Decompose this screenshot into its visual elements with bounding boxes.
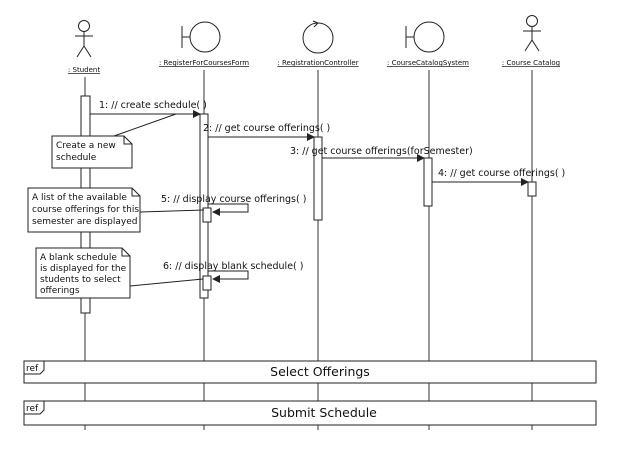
message-5-self: 5: // display course offerings( ): [161, 194, 306, 216]
message-label: 4: // get course offerings( ): [438, 168, 565, 179]
message-4: 4: // get course offerings( ): [432, 168, 565, 186]
message-label: 2: // get course offerings( ): [203, 123, 330, 134]
message-label: 3: // get course offerings(forSemester): [290, 146, 473, 157]
message-label: 1: // create schedule( ): [99, 100, 207, 111]
frame-title: Submit Schedule: [271, 405, 377, 420]
message-3: 3: // get course offerings(forSemester): [290, 146, 473, 162]
note-text: course offerings for this: [32, 205, 139, 215]
activation-system: [423, 157, 433, 207]
note-text: A blank schedule: [40, 253, 117, 263]
message-label: 6: // display blank schedule( ): [163, 261, 303, 272]
note-text: semester are displayed: [32, 217, 137, 227]
control-icon: [302, 20, 334, 54]
note-2: A list of the available course offerings…: [27, 187, 205, 233]
message-2: 2: // get course offerings( ): [203, 123, 330, 141]
note-text: Create a new: [56, 141, 116, 151]
lifeline-name-controller: : RegistrationController: [277, 59, 358, 67]
actor-icon: [523, 15, 541, 52]
message-1: 1: // create schedule( ): [90, 100, 207, 118]
note-1: Create a new schedule: [51, 113, 177, 169]
activation-catalog: [527, 181, 537, 197]
note-text: is displayed for the: [40, 264, 127, 274]
activation-form-self-1: [202, 207, 212, 223]
note-text: offerings: [40, 286, 80, 296]
boundary-icon: [405, 21, 445, 53]
note-text: students to select: [40, 275, 121, 285]
message-label: 5: // display course offerings( ): [161, 194, 306, 205]
frame-title: Select Offerings: [270, 364, 370, 379]
activation-form: [199, 113, 209, 299]
note-text: schedule: [56, 153, 97, 163]
boundary-icon: [181, 21, 221, 53]
lifeline-name-student: : Student: [68, 66, 100, 74]
actor-icon: [75, 20, 93, 58]
ref-tag: ref: [26, 364, 39, 374]
lifeline-name-system: : CourseCatalogSystem: [387, 59, 469, 67]
ref-frame-select-offerings: ref Select Offerings: [23, 360, 597, 384]
message-6-self: 6: // display blank schedule( ): [163, 261, 303, 283]
ref-frame-submit-schedule: ref Submit Schedule: [23, 400, 597, 426]
ref-tag: ref: [26, 404, 39, 414]
note-text: A list of the available: [32, 193, 127, 203]
activation-controller: [313, 136, 323, 221]
lifeline-name-form: : RegisterForCoursesForm: [159, 59, 249, 67]
lifeline-name-catalog: : Course Catalog: [502, 59, 560, 67]
activation-form-self-2: [202, 275, 212, 291]
note-3: A blank schedule is displayed for the st…: [35, 247, 204, 299]
